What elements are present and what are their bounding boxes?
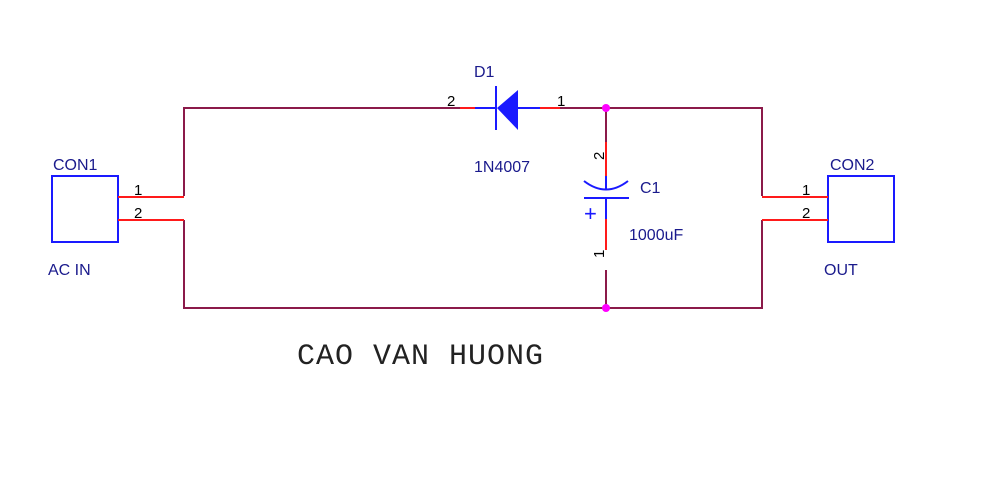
con1-pin-2-number: 2 bbox=[134, 205, 142, 222]
d1-reference: D1 bbox=[474, 64, 495, 81]
wire-top-left bbox=[183, 107, 460, 196]
con1-pin-1-number: 1 bbox=[134, 182, 142, 199]
d1-pin-2-number: 2 bbox=[447, 93, 455, 110]
con1-reference: CON1 bbox=[53, 157, 98, 174]
capacitor-c1[interactable]: + 2 1 C1 1000uF bbox=[583, 142, 683, 258]
c1-pin-1-number: 1 bbox=[591, 250, 608, 258]
c1-polarity-mark: + bbox=[584, 201, 597, 226]
d1-value: 1N4007 bbox=[474, 159, 530, 176]
con2-pin-1-number: 1 bbox=[802, 182, 810, 199]
con2-reference: CON2 bbox=[830, 157, 875, 174]
junction-top bbox=[602, 104, 610, 112]
author-title: CAO VAN HUONG bbox=[297, 340, 544, 374]
d1-triangle bbox=[497, 90, 518, 130]
c1-curved-plate bbox=[583, 180, 629, 191]
con1-value: AC IN bbox=[48, 262, 91, 279]
con2-pin-2-number: 2 bbox=[802, 205, 810, 222]
wires bbox=[183, 107, 763, 309]
junction-bottom bbox=[602, 304, 610, 312]
con2-value: OUT bbox=[824, 262, 858, 279]
wire-bottom-left bbox=[183, 220, 763, 309]
diode-d1[interactable]: 2 1 D1 1N4007 bbox=[447, 64, 565, 176]
con2-body bbox=[827, 175, 895, 243]
c1-value: 1000uF bbox=[629, 227, 683, 244]
wire-top-right bbox=[560, 107, 763, 196]
connector-con2[interactable]: 1 2 CON2 OUT bbox=[762, 157, 895, 279]
con1-body bbox=[51, 175, 119, 243]
c1-reference: C1 bbox=[640, 180, 661, 197]
d1-pin-1-number: 1 bbox=[557, 93, 565, 110]
c1-pin-2-number: 2 bbox=[591, 152, 608, 160]
connector-con1[interactable]: 1 2 CON1 AC IN bbox=[48, 157, 184, 279]
